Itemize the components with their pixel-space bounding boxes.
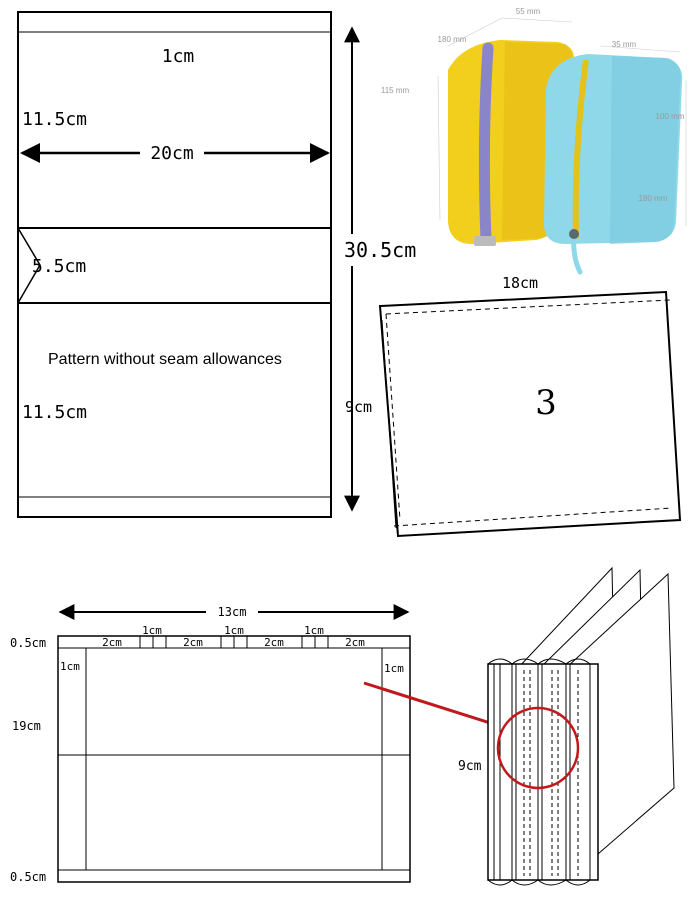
strip-height: 19cm [12, 719, 41, 733]
top-margin-label: 1cm [162, 46, 195, 67]
strip-segment: 2cm [102, 636, 122, 649]
dim-blue-depth: 35 mm [612, 40, 637, 49]
dim-yellow-length: 180 mm [438, 35, 467, 44]
piece-3 [378, 290, 682, 538]
binding-height: 9cm [458, 759, 482, 774]
strip-segment: 2cm [264, 636, 284, 649]
strip-segment: 1cm [142, 624, 162, 637]
piece3-width: 18cm [502, 274, 538, 292]
upper-height-label: 11.5cm [22, 109, 87, 130]
middle-height-label: 5.5cm [32, 256, 86, 277]
strip-segment: 2cm [345, 636, 365, 649]
piece3-number: 3 [535, 383, 557, 423]
main-pattern-panel [17, 11, 436, 518]
strip-width: 13cm [218, 605, 247, 619]
piece3-height: 9cm [345, 398, 372, 416]
pattern-note: Pattern without seam allowances [48, 351, 282, 368]
strip-segment: 1cm [304, 624, 324, 637]
strip-bottom-margin: 0.5cm [10, 870, 46, 884]
width-label: 20cm [150, 143, 193, 164]
strip-right-margin: 1cm [384, 662, 404, 675]
strip-segment: 2cm [183, 636, 203, 649]
dim-blue-height: 100 mm [656, 112, 685, 121]
strip-segment: 1cm [224, 624, 244, 637]
strip-pattern [57, 602, 523, 883]
dim-yellow-depth: 55 mm [516, 7, 541, 16]
lower-height-label: 11.5cm [22, 402, 87, 423]
pencil-case-photo [437, 17, 687, 275]
dim-blue-length: 180 mm [639, 194, 668, 203]
strip-top-margin: 0.5cm [10, 636, 46, 650]
binding-illustration [487, 566, 675, 886]
strip-left-margin: 1cm [60, 660, 80, 673]
dim-yellow-height: 115 mm [381, 86, 410, 95]
total-height-label: 30.5cm [344, 238, 416, 262]
